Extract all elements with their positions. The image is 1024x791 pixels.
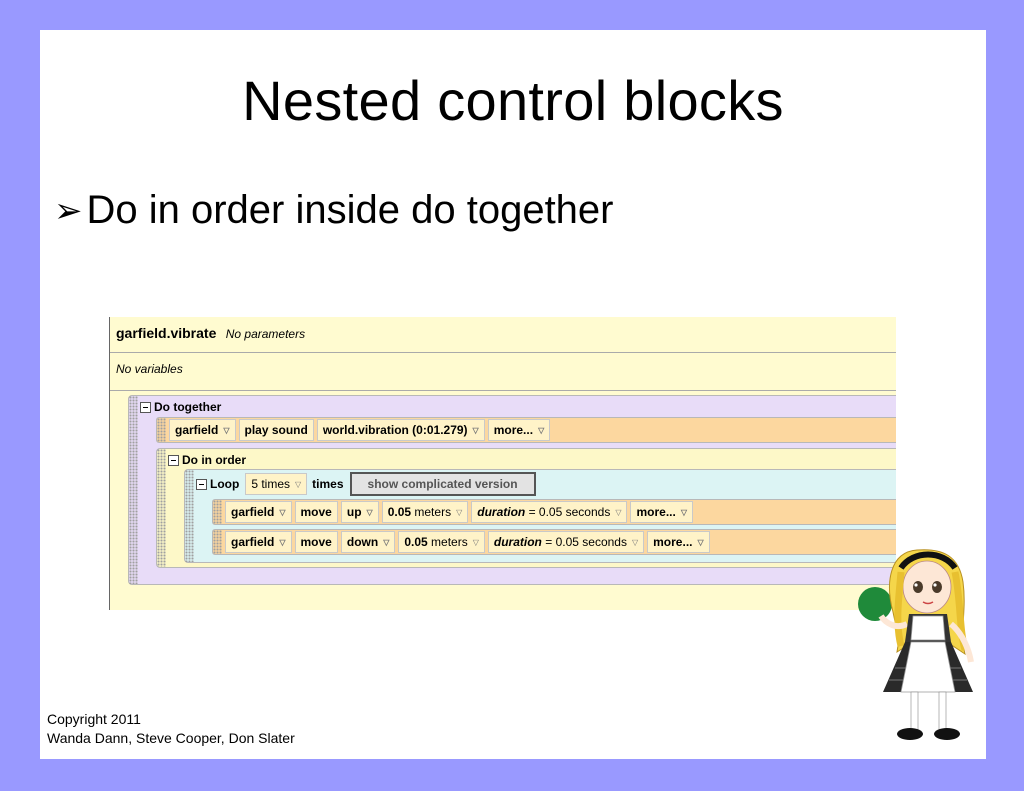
variables-divider [110, 390, 896, 391]
do-together-block[interactable]: Do together garfield▽ play sound world.v… [128, 395, 896, 585]
direction-tile[interactable]: down▽ [340, 531, 396, 553]
drag-grip[interactable] [213, 530, 222, 554]
alice-character-illustration [858, 549, 974, 740]
dropdown-icon[interactable]: ▽ [538, 425, 545, 435]
more-button[interactable]: more...▽ [487, 419, 551, 441]
header-divider [110, 352, 896, 353]
method-params: No parameters [225, 327, 306, 341]
action-tile[interactable]: play sound [238, 419, 314, 441]
bullet-arrow-icon: ➢ [54, 191, 83, 230]
bullet-text: Do in order inside do together [86, 188, 614, 232]
drag-grip[interactable] [213, 500, 222, 524]
amount-tile[interactable]: 0.05 meters▽ [398, 531, 485, 553]
dropdown-icon[interactable]: ▽ [456, 507, 463, 517]
move-statement[interactable]: garfield▽ move up▽ 0.05 meters▽ duration… [212, 499, 896, 525]
alice-method-editor: garfield.vibrate No parameters No variab… [109, 317, 896, 610]
authors-line: Wanda Dann, Steve Cooper, Don Slater [47, 730, 295, 746]
sound-tile[interactable]: world.vibration (0:01.279)▽ [316, 419, 485, 441]
show-complicated-version-button[interactable]: show complicated version [349, 472, 536, 496]
dropdown-icon[interactable]: ▽ [615, 507, 622, 517]
slide: Nested control blocks ➢ Do in order insi… [40, 30, 986, 759]
more-button[interactable]: more...▽ [630, 501, 693, 523]
action-tile[interactable]: move [294, 531, 338, 553]
method-header: garfield.vibrate No parameters [116, 325, 305, 341]
duration-tile[interactable]: duration = 0.05 seconds▽ [471, 501, 628, 523]
drag-grip[interactable] [129, 396, 138, 584]
object-tile[interactable]: garfield▽ [169, 419, 236, 441]
move-statement[interactable]: garfield▽ move down▽ 0.05 meters▽ durati… [212, 529, 896, 555]
duration-tile[interactable]: duration = 0.05 seconds▽ [487, 531, 645, 553]
dropdown-icon[interactable]: ▽ [279, 537, 286, 547]
drag-grip[interactable] [185, 470, 194, 562]
action-tile[interactable]: move [294, 501, 338, 523]
do-together-label: Do together [154, 400, 222, 414]
method-variables: No variables [116, 362, 183, 376]
collapse-icon[interactable] [168, 454, 179, 466]
dropdown-icon[interactable]: ▽ [697, 537, 704, 547]
object-tile[interactable]: garfield▽ [225, 531, 292, 553]
do-in-order-label: Do in order [182, 453, 247, 467]
collapse-icon[interactable] [196, 478, 207, 490]
copyright-line: Copyright 2011 [47, 711, 141, 727]
bullet-item: ➢ Do in order inside do together [54, 188, 614, 233]
green-ball [858, 587, 892, 621]
amount-tile[interactable]: 0.05 meters▽ [381, 501, 469, 523]
dropdown-icon[interactable]: ▽ [295, 479, 302, 489]
drag-grip[interactable] [157, 449, 166, 567]
collapse-icon[interactable] [140, 401, 151, 413]
dropdown-icon[interactable]: ▽ [366, 507, 373, 517]
dropdown-icon[interactable]: ▽ [631, 537, 639, 547]
footer: Copyright 2011 Wanda Dann, Steve Cooper,… [47, 710, 295, 748]
object-tile[interactable]: garfield▽ [225, 501, 292, 523]
slide-title: Nested control blocks [242, 69, 784, 132]
dropdown-icon[interactable]: ▽ [472, 537, 479, 547]
play-sound-statement[interactable]: garfield▽ play sound world.vibration (0:… [156, 417, 896, 443]
method-name: garfield.vibrate [116, 325, 217, 341]
dropdown-icon[interactable]: ▽ [680, 507, 687, 517]
dropdown-icon[interactable]: ▽ [223, 425, 230, 435]
more-button[interactable]: more...▽ [647, 531, 710, 553]
loop-label: Loop [210, 477, 240, 491]
loop-count-tile[interactable]: 5 times▽ [245, 473, 308, 495]
loop-times-word: times [312, 477, 344, 491]
do-in-order-block[interactable]: Do in order Loop 5 times▽ times show com… [156, 448, 896, 568]
loop-block[interactable]: Loop 5 times▽ times show complicated ver… [184, 469, 896, 563]
dropdown-icon[interactable]: ▽ [472, 425, 479, 435]
dropdown-icon[interactable]: ▽ [279, 507, 286, 517]
dropdown-icon[interactable]: ▽ [383, 537, 390, 547]
direction-tile[interactable]: up▽ [340, 501, 379, 523]
drag-grip[interactable] [157, 418, 166, 442]
